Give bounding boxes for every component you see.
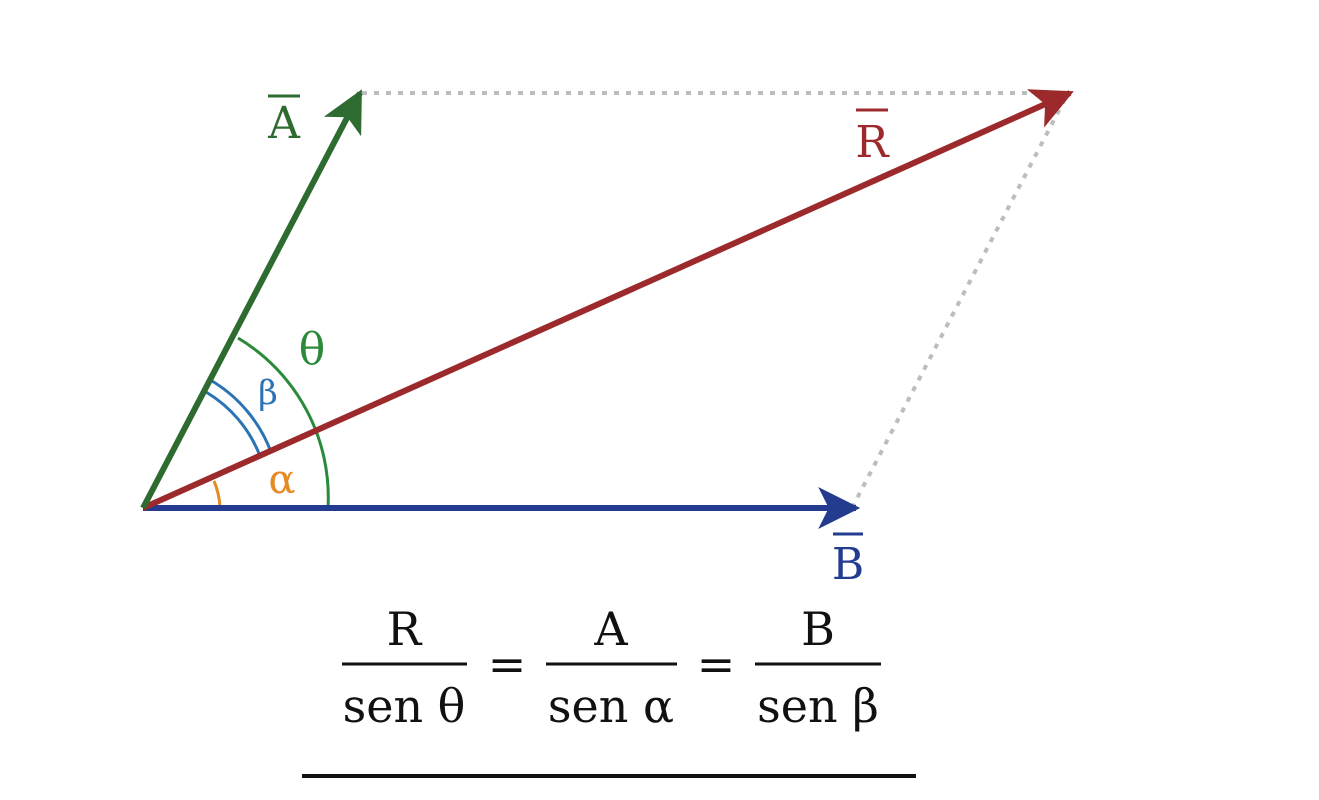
term-r-denominator: sen θ: [343, 679, 466, 733]
angle-theta-label: θ: [299, 324, 326, 375]
equals-sign-1: =: [488, 637, 527, 691]
term-b-numerator: B: [801, 602, 835, 656]
vector-r-line: [141, 89, 1074, 511]
law-of-sines-equation: R sen θ = A sen α = B sen β: [342, 602, 881, 733]
angle-beta-label: β: [258, 373, 278, 413]
angle-beta-arc-outer: [211, 379, 273, 453]
vector-r-label-group: R: [855, 108, 890, 168]
vector-a-line: [140, 89, 363, 510]
vector-b-label-group: B: [832, 532, 864, 590]
angle-theta-arc: [237, 336, 330, 509]
vector-a-label-group: A: [267, 94, 301, 149]
angle-beta-arc-inner: [205, 390, 262, 457]
equation-term-b: B sen β: [755, 602, 881, 733]
equation-term-r: R sen θ: [342, 602, 467, 733]
equation-term-a: A sen α: [546, 602, 677, 733]
term-a-denominator: sen α: [548, 679, 674, 733]
term-r-numerator: R: [387, 602, 423, 656]
vector-b-label: B: [832, 539, 864, 590]
term-a-numerator: A: [593, 602, 628, 656]
vector-a-label: A: [267, 98, 301, 149]
equals-sign-2: =: [697, 637, 736, 691]
angle-alpha-label: α: [268, 457, 295, 503]
term-b-denominator: sen β: [757, 679, 879, 733]
vector-r-label: R: [855, 117, 890, 168]
angle-alpha-arc: [212, 480, 222, 509]
